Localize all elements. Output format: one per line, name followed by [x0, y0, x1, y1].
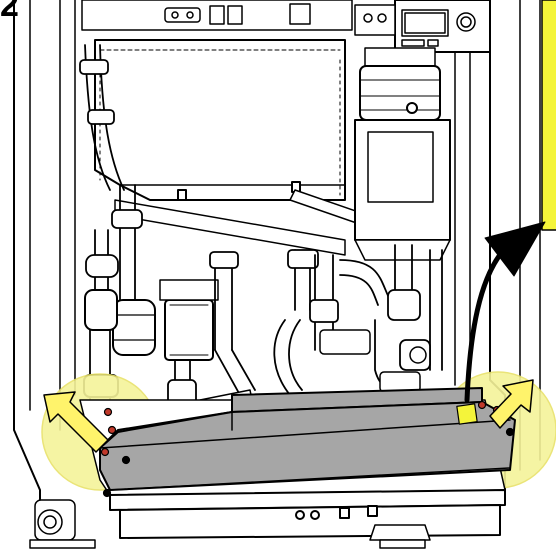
rotate-arrow-icon [464, 221, 546, 403]
left-pipes [79, 44, 143, 301]
screw-icon [100, 400, 515, 498]
lift-arrow-icon [43, 391, 109, 453]
right-pipes [273, 244, 443, 396]
control-box [354, 0, 491, 53]
step-number: 2 [0, 0, 19, 24]
lift-arrow-icon [489, 379, 534, 429]
motor-unit [159, 279, 219, 361]
fan-module [354, 47, 451, 261]
feet [29, 499, 431, 549]
heat-exchanger [94, 39, 346, 256]
warning-label-icon [456, 403, 478, 425]
top-panel [81, 0, 353, 31]
yellow-info-panel [541, 0, 556, 231]
bottom-cover-panel [99, 387, 516, 491]
